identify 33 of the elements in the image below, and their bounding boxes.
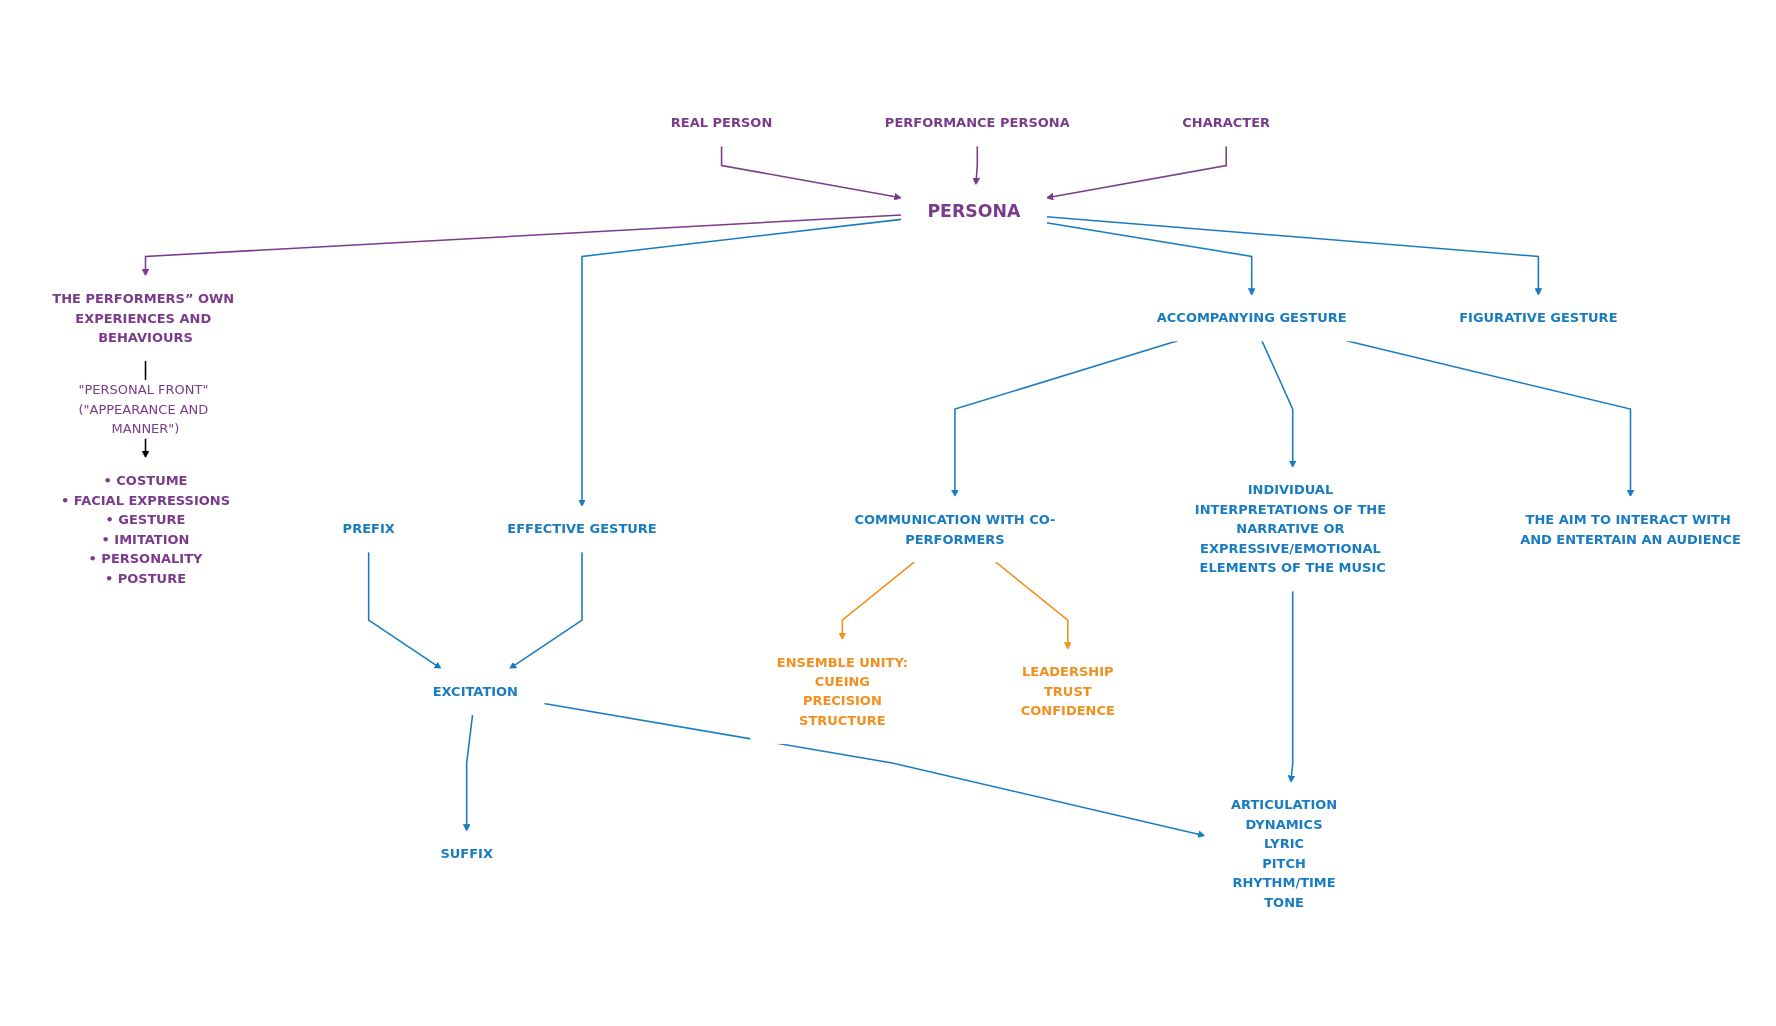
arrow [141, 214, 903, 277]
arrow [1045, 216, 1543, 296]
node-text: LEADERSHIP TRUST CONFIDENCE [1020, 664, 1115, 719]
node-text: COMMUNICATION WITH CO-PERFORMERS [854, 511, 1056, 547]
node-text: PREFIX [342, 521, 395, 537]
edge-label: "PERSONAL FRONT" ("APPEARANCE AND MANNER") [78, 381, 209, 437]
node-text: REAL PERSON [670, 115, 773, 131]
arrow [578, 218, 903, 507]
arrow [1261, 340, 1297, 468]
node-text: EFFECTIVE GESTURE [507, 521, 657, 537]
arrow [994, 560, 1072, 650]
node-text: SUFFIX [440, 846, 493, 862]
node-text: PERSONA [927, 200, 1021, 222]
arrow [838, 560, 916, 640]
arrow [1046, 145, 1227, 201]
arrow [1287, 590, 1296, 783]
node-text: ARTICULATION DYNAMICS LYRIC PITCH RHYTHM/TIME TONE [1230, 797, 1338, 911]
arrow [508, 551, 583, 670]
arrow [543, 702, 1206, 838]
arrow [1045, 222, 1256, 296]
arrow [367, 551, 442, 670]
arrow [462, 713, 474, 832]
node-text: INDIVIDUAL INTERPRETATIONS OF THE NARRATIVE OR EXPRESSIVE/EMOTIONAL ELEMENTS OF THE MUSIC [1194, 482, 1387, 576]
node-text: CHARACTER [1182, 115, 1271, 131]
arrow [972, 145, 981, 186]
node-text: EXCITATION [432, 683, 518, 700]
node-text: THE AIM TO INTERACT WITH AND ENTERTAIN AN AUDIENCE [1520, 511, 1741, 547]
node-text: THE PERFORMERS” OWN EXPERIENCES AND BEHAVIOURS [52, 290, 235, 346]
arrow [720, 145, 902, 201]
node-text: • COSTUME • FACIAL EXPRESSIONS • GESTURE • IMITATION • PERSONALITY • POSTURE [60, 472, 231, 586]
node-text: ACCOMPANYING GESTURE [1156, 310, 1347, 326]
node-text: PERFORMANCE PERSONA [884, 115, 1070, 131]
node-text: FIGURATIVE GESTURE [1459, 310, 1618, 326]
